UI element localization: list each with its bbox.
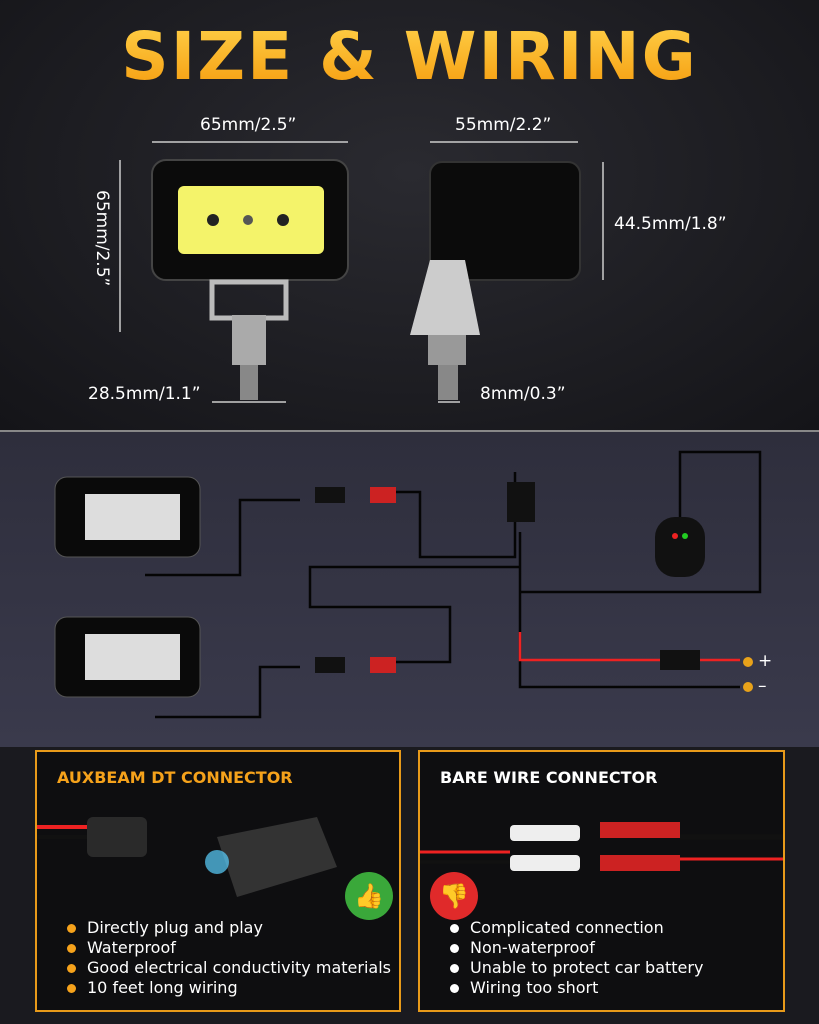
front-height-label: 65mm/2.5” xyxy=(92,190,112,287)
drawback-item: Complicated connection xyxy=(450,918,703,938)
dt-connector-image xyxy=(37,817,337,897)
negative-terminal-label: – xyxy=(758,676,767,696)
bare-wire-drawbacks: Complicated connection Non-waterproof Un… xyxy=(450,918,703,998)
page-title: SIZE & WIRING xyxy=(0,18,819,95)
bare-wire-image xyxy=(420,822,783,871)
feature-item: 10 feet long wiring xyxy=(67,978,391,998)
drawback-item: Unable to protect car battery xyxy=(450,958,703,978)
wiring-diagram: + – xyxy=(0,432,819,747)
side-depth-label: 55mm/2.2” xyxy=(455,115,552,135)
dimension-drawing xyxy=(119,141,604,403)
wiring-harness xyxy=(54,450,762,719)
positive-terminal-label: + xyxy=(758,651,773,671)
side-height-label: 44.5mm/1.8” xyxy=(614,214,727,234)
dt-connector-title: AUXBEAM DT CONNECTOR xyxy=(57,768,293,787)
front-width-label: 65mm/2.5” xyxy=(200,115,297,135)
drawback-item: Non-waterproof xyxy=(450,938,703,958)
size-section: SIZE & WIRING 65mm/2.5” 65mm/2.5” 28.5mm… xyxy=(0,0,819,430)
dt-connector-panel: AUXBEAM DT CONNECTOR 👍 Directly plug and… xyxy=(35,750,401,1012)
bare-wire-panel: BARE WIRE CONNECTOR 👎 Complicated connec… xyxy=(418,750,785,1012)
bare-wire-title: BARE WIRE CONNECTOR xyxy=(440,768,658,787)
thumbs-up-icon: 👍 xyxy=(345,872,393,920)
thumbs-down-icon: 👎 xyxy=(430,872,478,920)
feature-item: Directly plug and play xyxy=(67,918,391,938)
feature-item: Waterproof xyxy=(67,938,391,958)
drawback-item: Wiring too short xyxy=(450,978,703,998)
feature-item: Good electrical conductivity materials xyxy=(67,958,391,978)
dt-connector-features: Directly plug and play Waterproof Good e… xyxy=(67,918,391,998)
bracket-width-label: 28.5mm/1.1” xyxy=(88,384,201,404)
bolt-label: 8mm/0.3” xyxy=(480,384,566,404)
divider xyxy=(0,430,819,432)
